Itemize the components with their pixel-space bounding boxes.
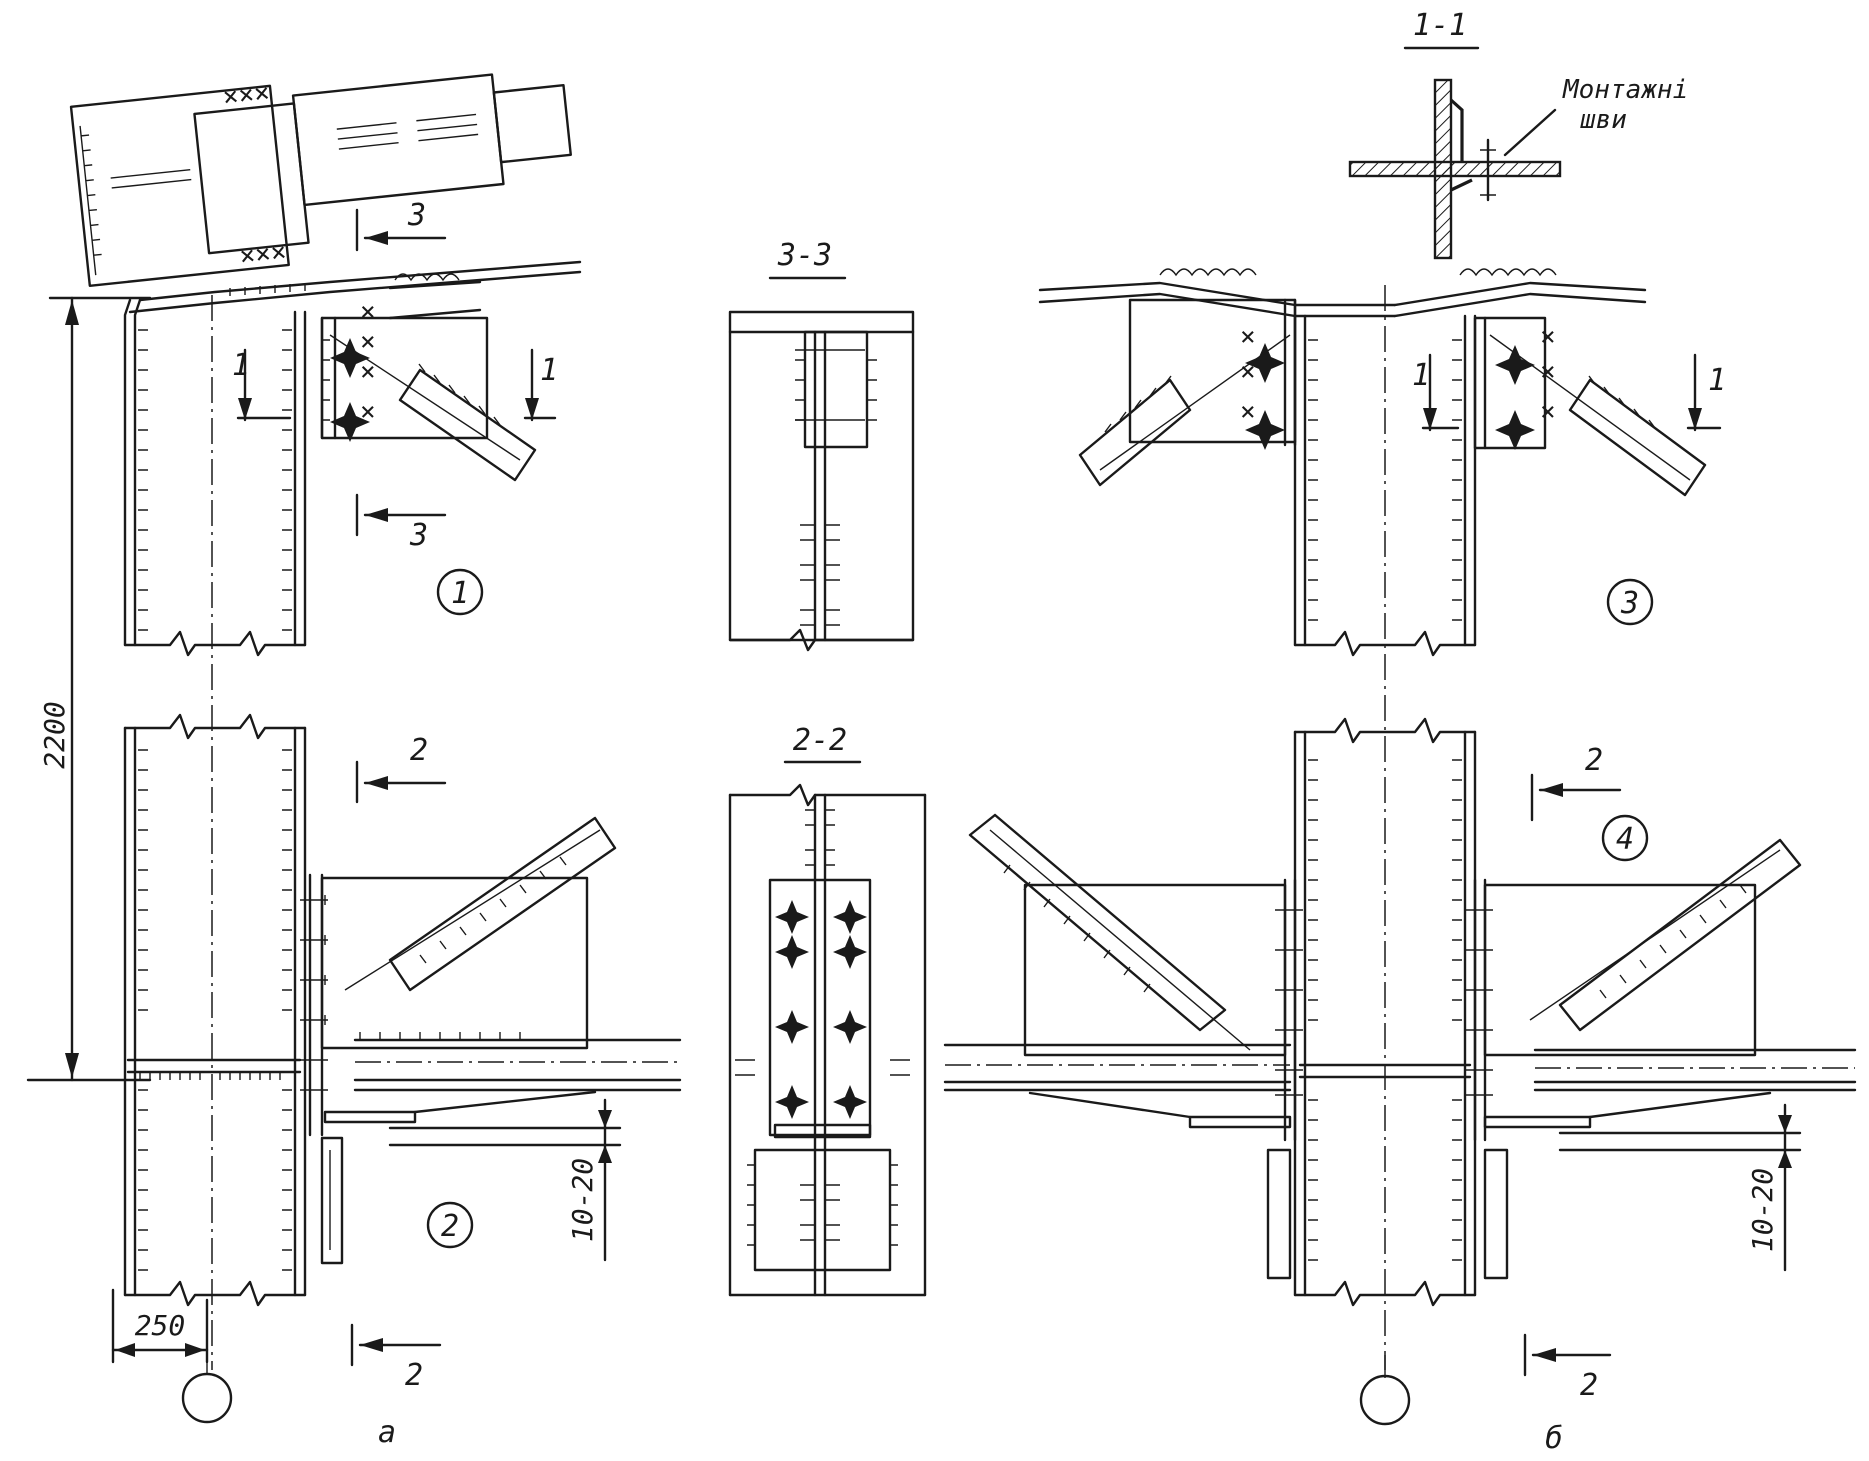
svg-text:4: 4 bbox=[1616, 822, 1634, 857]
dimension-2200: 2200 bbox=[26, 296, 152, 1082]
node-number-4: 4 bbox=[1601, 814, 1649, 862]
svg-text:×: × bbox=[360, 327, 376, 357]
svg-text:3: 3 bbox=[1620, 586, 1639, 621]
svg-text:×××: ××× bbox=[238, 237, 288, 272]
annotation-line-2: шви bbox=[1580, 105, 1627, 135]
cut-marker-1-b: 1 1 bbox=[1412, 353, 1726, 432]
svg-text:×: × bbox=[1540, 322, 1556, 352]
svg-text:2200: 2200 bbox=[38, 701, 71, 768]
svg-text:×: × bbox=[1240, 357, 1256, 387]
node-number-1: 1 bbox=[436, 568, 484, 616]
section-1-1: 1-1 Монтажні шви bbox=[1348, 8, 1688, 260]
cut-label-3-bottom: 3 bbox=[409, 518, 428, 553]
svg-text:10-20: 10-20 bbox=[566, 1158, 599, 1242]
section-3-3: 3-3 bbox=[728, 238, 915, 652]
node-1-gusset: × × × × bbox=[320, 297, 537, 482]
svg-text:×××: ××× bbox=[221, 78, 271, 113]
subfigure-label-a: а bbox=[378, 1415, 396, 1450]
axis-bubble-b bbox=[1359, 1355, 1411, 1426]
cut-marker-2-b-top: 2 bbox=[1530, 743, 1622, 822]
node-number-3: 3 bbox=[1606, 578, 1654, 626]
dimension-10-20-a: 10-20 bbox=[388, 1098, 622, 1262]
section-2-2: 2-2 bbox=[728, 723, 927, 1297]
svg-text:×: × bbox=[360, 297, 376, 327]
svg-text:×: × bbox=[1240, 322, 1256, 352]
node-3-gusset-right: × × × bbox=[1473, 316, 1707, 497]
node-3-gusset-left: × × × bbox=[1078, 298, 1297, 487]
section-title-3-3: 3-3 bbox=[777, 238, 832, 273]
dimension-10-20-b: 10-20 bbox=[1558, 1103, 1802, 1272]
cut-marker-1-a: 1 1 bbox=[232, 348, 558, 422]
section-title-1-1: 1-1 bbox=[1413, 8, 1467, 43]
svg-text:1: 1 bbox=[451, 576, 469, 611]
cut-marker-2-a-bottom: 2 bbox=[350, 1323, 442, 1393]
section-title-2-2: 2-2 bbox=[793, 723, 847, 758]
cut-label-3-top: 3 bbox=[407, 198, 426, 233]
cut-marker-3-top: 3 bbox=[355, 198, 447, 252]
cut-label-1-b-left: 1 bbox=[1412, 358, 1430, 393]
svg-text:2: 2 bbox=[441, 1209, 459, 1244]
cut-marker-2-b-bottom: 2 bbox=[1523, 1333, 1612, 1403]
axis-bubble-a bbox=[181, 1355, 233, 1424]
node-2-gusset bbox=[300, 816, 682, 1265]
cut-label-1-a-right: 1 bbox=[540, 353, 558, 388]
svg-text:×: × bbox=[1540, 357, 1556, 387]
subfigure-label-b: б bbox=[1545, 1421, 1563, 1456]
cut-label-1-a-left: 1 bbox=[232, 348, 250, 383]
svg-text:×: × bbox=[360, 397, 376, 427]
svg-text:×: × bbox=[1540, 397, 1556, 427]
node-number-2: 2 bbox=[426, 1201, 474, 1249]
cut-marker-3-bottom: 3 bbox=[355, 493, 447, 553]
svg-text:×: × bbox=[360, 357, 376, 387]
plan-view-top-left: ××× ××× bbox=[69, 73, 572, 287]
cut-marker-2-a-top: 2 bbox=[355, 733, 447, 804]
dimension-250: 250 bbox=[111, 1288, 209, 1364]
node-4-gusset-left bbox=[943, 813, 1303, 1280]
cut-label-2-a-top: 2 bbox=[410, 733, 428, 768]
cut-label-2-b-top: 2 bbox=[1585, 743, 1603, 778]
cut-label-2-a-bottom: 2 bbox=[405, 1358, 423, 1393]
left-column-a bbox=[123, 295, 307, 1370]
cut-label-1-b-right: 1 bbox=[1708, 363, 1726, 398]
svg-text:250: 250 bbox=[135, 1309, 186, 1342]
svg-text:×: × bbox=[1240, 397, 1256, 427]
cut-label-2-b-bottom: 2 bbox=[1580, 1368, 1598, 1403]
svg-text:10-20: 10-20 bbox=[1746, 1168, 1779, 1252]
node-4-gusset-right bbox=[1465, 838, 1857, 1280]
top-chord-a bbox=[128, 260, 582, 320]
annotation-line-1: Монтажні bbox=[1562, 75, 1688, 105]
